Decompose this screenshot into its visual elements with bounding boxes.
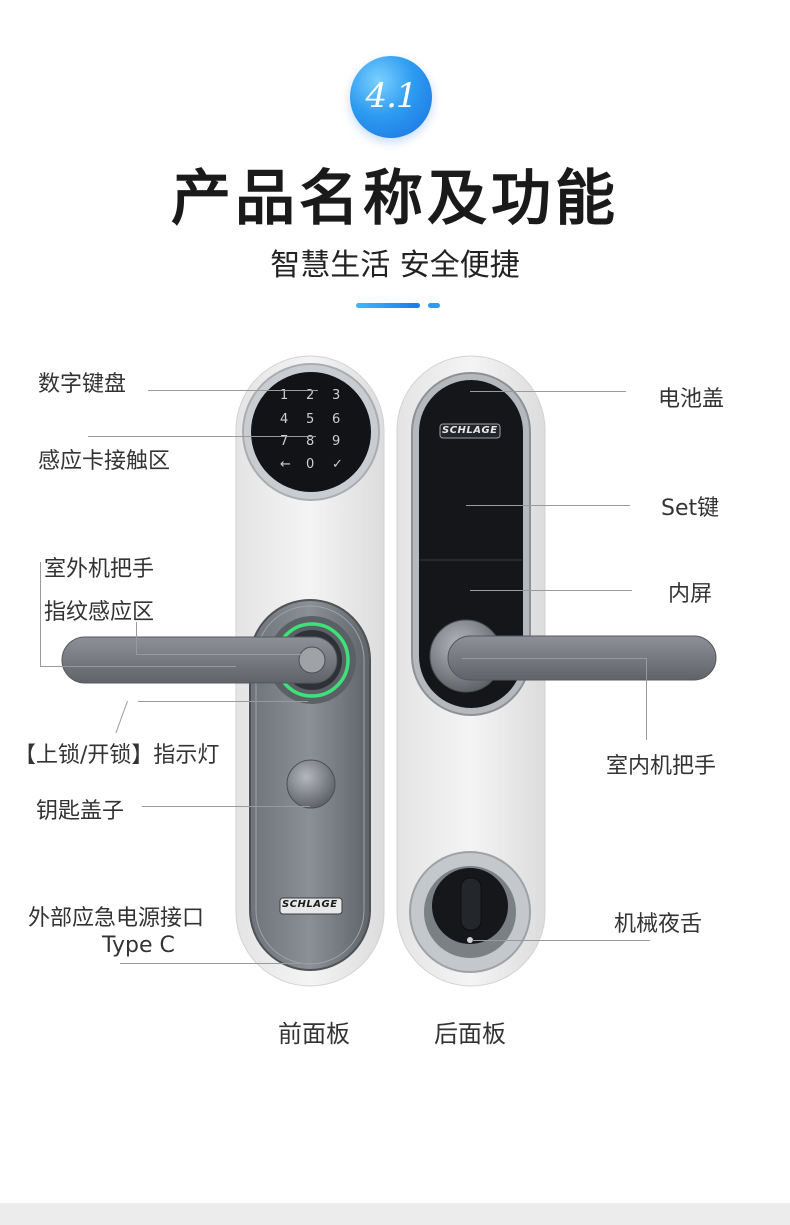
label-deadbolt: 机械夜舌	[614, 912, 703, 937]
keypad-key: 0	[306, 457, 315, 472]
page-title: 产品名称及功能	[171, 164, 619, 234]
keypad-key: 8	[306, 434, 315, 449]
page-subtitle: 智慧生活 安全便捷	[270, 248, 520, 283]
label-indoor-handle: 室内机把手	[606, 754, 717, 779]
keypad-key: 9	[332, 434, 341, 449]
keypad-key: 7	[280, 434, 289, 449]
leader-indoor-handle-v	[646, 658, 647, 740]
leader-battery-cover	[470, 391, 626, 392]
label-inner-screen: 内屏	[668, 582, 713, 607]
leader-outdoor-handle-v	[40, 562, 41, 666]
accent-bar	[356, 303, 420, 308]
section-number: 4.1	[365, 76, 417, 116]
leader-deadbolt	[472, 940, 650, 941]
leader-card-area	[88, 436, 316, 437]
label-set-key: Set键	[661, 496, 720, 521]
label-lock-indicator: 【上锁/开锁】指示灯	[14, 743, 220, 768]
keypad-key: ✓	[332, 457, 343, 472]
label-fingerprint: 指纹感应区	[44, 600, 155, 625]
caption-back-panel: 后面板	[434, 1020, 506, 1048]
label-battery-cover: 电池盖	[658, 387, 725, 412]
keypad-key: ←	[280, 457, 291, 472]
label-emergency-power: 外部应急电源接口	[28, 906, 205, 931]
keypad-key: 4	[280, 412, 289, 427]
bottom-strip	[0, 1203, 790, 1225]
caption-front-panel: 前面板	[278, 1020, 350, 1048]
keypad-key: 1	[280, 388, 289, 403]
keypad-key: 5	[306, 412, 315, 427]
front-logo: SCHLAGE	[282, 899, 338, 910]
leader-lock-indicator-h	[138, 701, 308, 702]
leader-inner-screen	[470, 590, 632, 591]
label-key-cover: 钥匙盖子	[36, 799, 125, 824]
back-panel	[396, 355, 717, 987]
section-number-badge: 4.1	[350, 56, 432, 138]
leader-key-cover	[142, 806, 310, 807]
front-panel	[61, 355, 385, 987]
keypad-key: 2	[306, 388, 315, 403]
leader-fingerprint-h	[136, 654, 304, 655]
leader-fingerprint-v	[136, 622, 137, 654]
label-emergency-type: Type C	[102, 933, 175, 958]
label-card-area: 感应卡接触区	[38, 449, 171, 474]
leader-outdoor-handle-h	[40, 666, 236, 667]
leader-set-key	[466, 505, 630, 506]
back-logo: SCHLAGE	[442, 425, 498, 436]
keypad-key: 3	[332, 388, 341, 403]
leader-indoor-handle-h	[462, 658, 646, 659]
leader-emergency-power	[120, 963, 314, 964]
keypad-key: 6	[332, 412, 341, 427]
label-outdoor-handle: 室外机把手	[44, 557, 155, 582]
label-keypad: 数字键盘	[38, 372, 127, 397]
accent-dot	[428, 303, 440, 308]
leader-keypad	[148, 390, 318, 391]
